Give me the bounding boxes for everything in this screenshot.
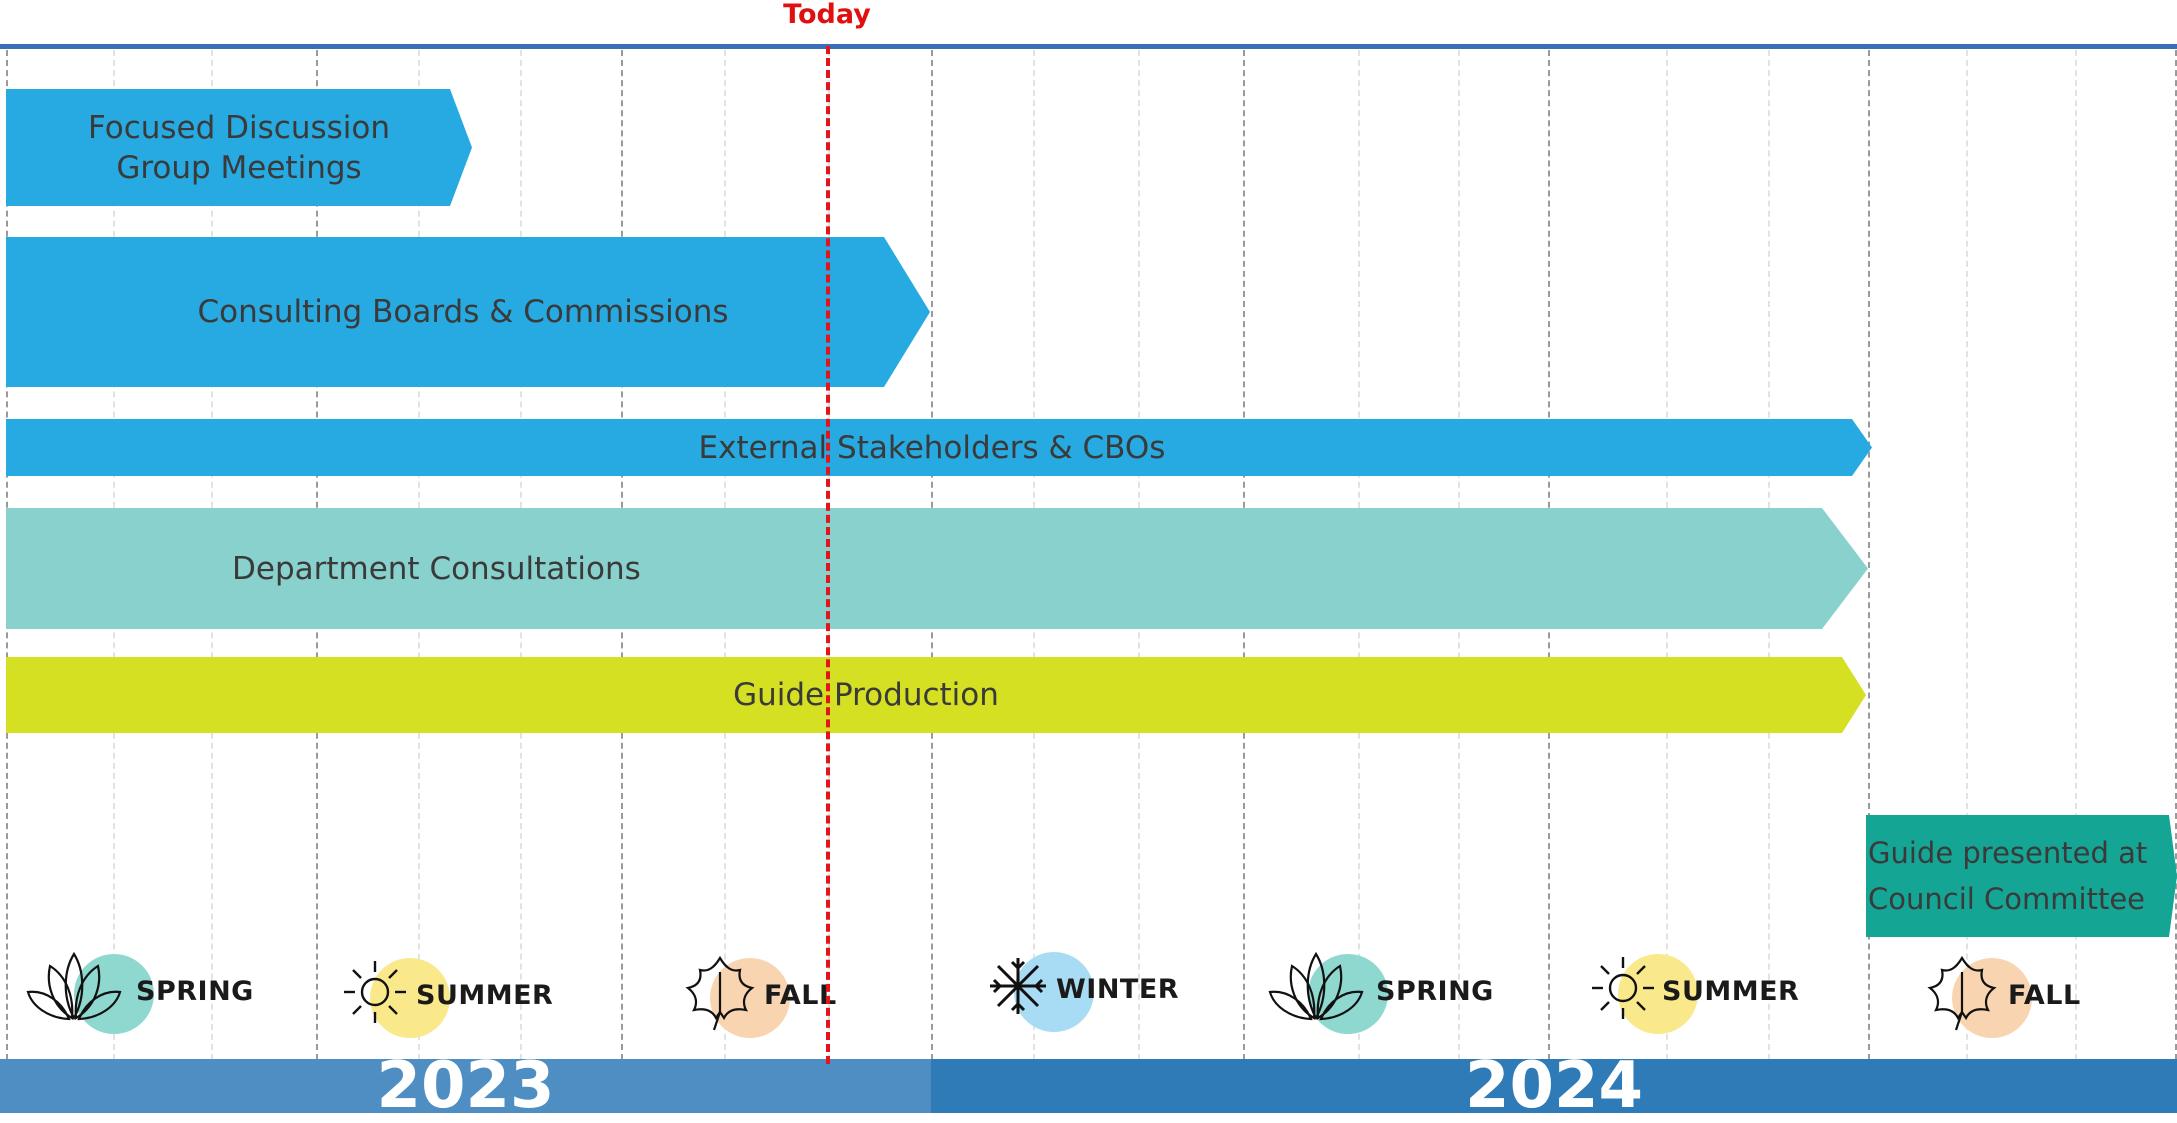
season-label: SUMMER — [416, 980, 554, 1011]
bar-label-line: Guide presented at — [1868, 836, 2148, 870]
bar-label-line: Group Meetings — [116, 149, 362, 186]
lotus-icon — [24, 948, 124, 1032]
snowflake-icon — [986, 954, 1050, 1022]
season-label: SPRING — [136, 976, 254, 1007]
bar-department-consultations[interactable]: Department Consultations — [6, 508, 1868, 629]
season-spring: SPRING — [1266, 948, 1506, 1038]
timeline-top-rule — [0, 44, 2177, 49]
season-color-blob — [1014, 952, 1094, 1032]
grid-line-major — [1868, 50, 1870, 1060]
season-label: FALL — [764, 980, 837, 1011]
bar-label: Guide Production — [733, 677, 999, 713]
season-label: WINTER — [1056, 974, 1180, 1005]
bar-label-line: Focused Discussion — [88, 109, 390, 146]
season-label: SPRING — [1376, 976, 1494, 1007]
grid-line-minor — [1966, 50, 1968, 1060]
season-color-blob — [1952, 958, 2032, 1038]
lotus-icon — [1266, 948, 1366, 1032]
year-label: 2024 — [1464, 1049, 1644, 1123]
season-spring: SPRING — [24, 948, 264, 1038]
bar-label: Department Consultations — [232, 550, 641, 587]
bar-label-line: Council Committee — [1868, 882, 2146, 916]
season-color-blob — [1618, 954, 1698, 1034]
year-label: 2023 — [376, 1049, 555, 1123]
season-summer: SUMMER — [340, 952, 580, 1042]
sun-icon — [340, 957, 410, 1031]
today-marker-line — [826, 46, 830, 1064]
season-summer: SUMMER — [1588, 948, 1828, 1038]
season-color-blob — [710, 958, 790, 1038]
season-fall: FALL — [680, 952, 920, 1042]
leaf-icon — [680, 952, 760, 1036]
bar-consulting-boards[interactable]: Consulting Boards & Commissions — [6, 237, 930, 387]
season-label: SUMMER — [1662, 976, 1800, 1007]
season-label: FALL — [2008, 980, 2081, 1011]
leaf-icon — [1922, 952, 2002, 1036]
bar-label: External Stakeholders & CBOs — [698, 429, 1166, 466]
grid-line-major — [2175, 50, 2177, 1060]
today-label: Today — [783, 0, 871, 30]
sun-icon — [1588, 953, 1658, 1027]
year-band-2024: 2024 — [931, 1049, 2177, 1123]
bar-guide-production[interactable]: Guide Production — [6, 657, 1866, 733]
grid-line-minor — [2075, 50, 2077, 1060]
season-fall: FALL — [1922, 952, 2162, 1042]
season-winter: WINTER — [984, 946, 1224, 1036]
season-color-blob — [370, 958, 450, 1038]
bar-external-stakeholders[interactable]: External Stakeholders & CBOs — [6, 419, 1872, 476]
bar-focused-discussion[interactable]: Focused Discussion Group Meetings — [6, 89, 472, 206]
season-color-blob — [74, 954, 154, 1034]
year-band-2023: 2023 — [0, 1049, 931, 1123]
bar-label: Consulting Boards & Commissions — [197, 294, 729, 330]
bar-guide-council-committee[interactable]: Guide presented at Council Committee — [1866, 815, 2177, 937]
